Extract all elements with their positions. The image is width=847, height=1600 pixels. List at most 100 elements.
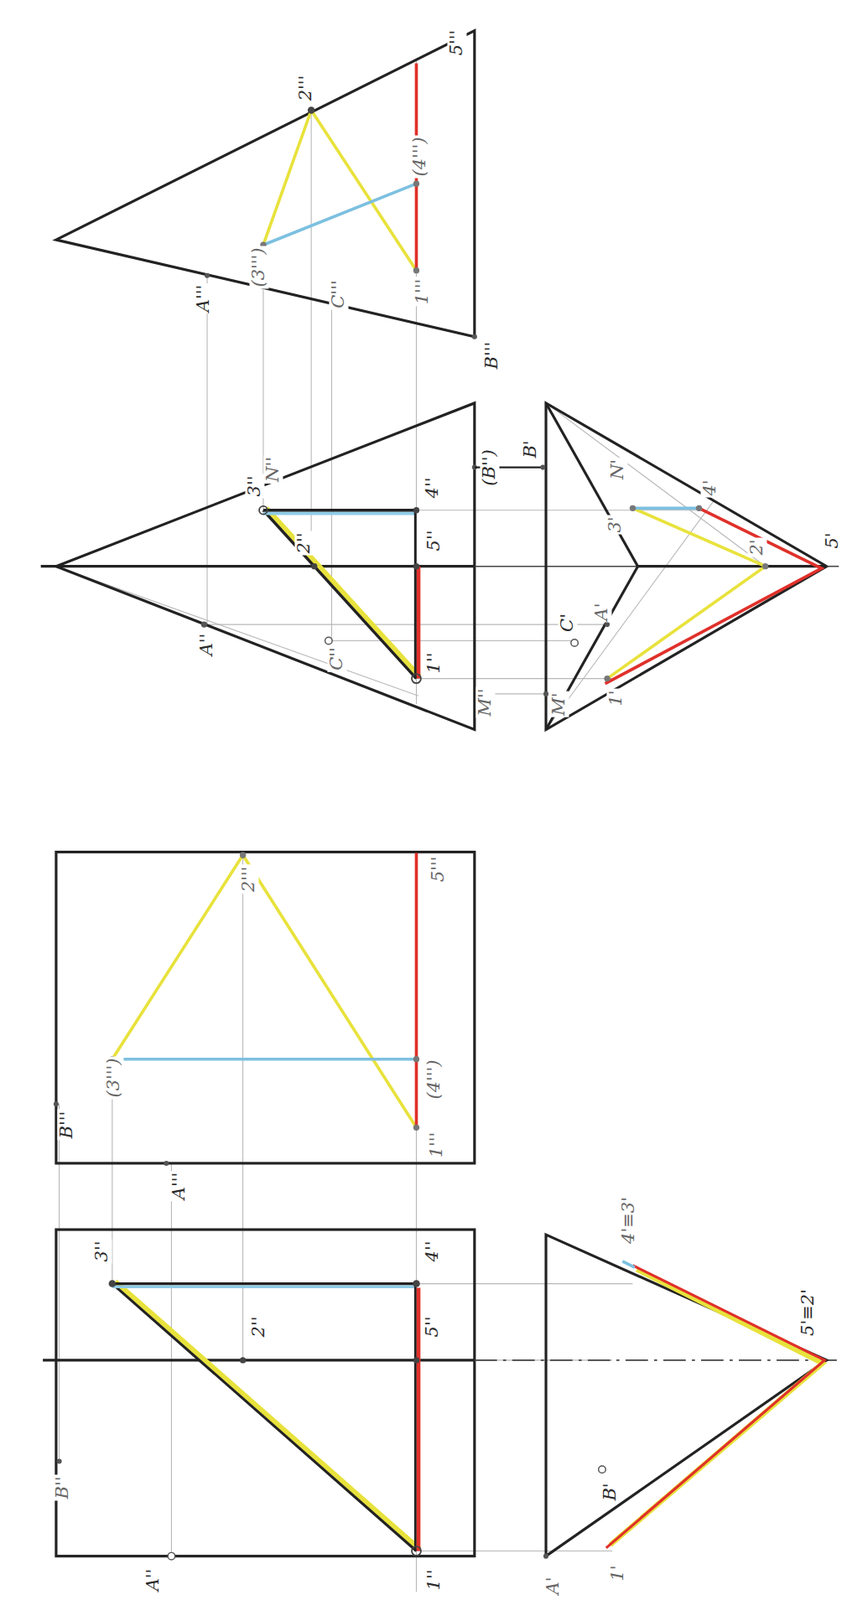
point-label: B''' — [57, 1110, 77, 1142]
point-marker — [413, 563, 420, 570]
point-label: 3'' — [92, 1240, 112, 1265]
point-marker — [629, 505, 636, 512]
point-label: B''' — [482, 340, 502, 372]
point-marker — [413, 507, 420, 514]
prism-side-view — [53, 852, 475, 1167]
drawing-line — [474, 566, 639, 568]
point-label: A''' — [193, 283, 214, 314]
drawing-line — [638, 565, 827, 568]
drawing-line — [622, 1262, 635, 1268]
point-label: 4'≡3' — [618, 1195, 639, 1247]
drawing-line — [415, 1551, 613, 1553]
drawing-line — [263, 183, 417, 245]
point-marker — [413, 180, 420, 187]
drawing-line — [266, 508, 421, 677]
point-label: 1'' — [424, 651, 444, 676]
point-label: 1' — [606, 688, 626, 708]
point-label: 3' — [605, 514, 625, 535]
drawing-line — [42, 1359, 475, 1362]
point-label: A' — [592, 602, 612, 624]
drawing-line — [632, 506, 699, 510]
drawing-line — [826, 566, 840, 568]
point-marker — [696, 505, 702, 512]
point-marker — [603, 675, 610, 682]
point-marker — [762, 563, 769, 570]
drawing-line — [112, 1284, 417, 1553]
drawing-line — [545, 566, 639, 731]
point-label: 5'≡2' — [798, 1288, 818, 1339]
drawing-line — [112, 855, 417, 1128]
drawing-line — [58, 1104, 60, 1462]
drawing-line — [41, 565, 475, 568]
point-label: 3'' — [244, 474, 265, 499]
point-label: 4'' — [422, 476, 442, 501]
point-label: 1' — [607, 1564, 628, 1584]
point-marker — [598, 1466, 607, 1475]
point-marker — [57, 1459, 63, 1465]
point-label: N' — [607, 457, 628, 482]
outline-shape — [545, 1235, 827, 1558]
point-label: 5' — [822, 530, 842, 551]
point-label: (B'') — [479, 447, 499, 488]
point-label: 5''' — [446, 28, 467, 58]
point-marker — [413, 1125, 420, 1132]
drawing-line — [414, 1284, 417, 1553]
prism-front-view — [42, 1230, 475, 1561]
drawing-line — [263, 109, 417, 271]
point-marker — [543, 691, 549, 697]
point-marker — [307, 106, 316, 115]
point-marker — [53, 1101, 59, 1107]
drawing-line — [545, 403, 766, 567]
point-marker — [204, 273, 210, 279]
point-marker — [411, 674, 421, 684]
point-label: B'' — [52, 1475, 73, 1502]
prism-top-view — [474, 1235, 839, 1560]
point-marker — [472, 334, 478, 340]
drawing-line — [610, 1270, 823, 1547]
drawing-line — [606, 1266, 825, 1549]
drawing-line — [311, 109, 312, 567]
point-marker — [163, 1161, 169, 1167]
point-label: A' — [543, 1576, 563, 1598]
drawing-line — [112, 1285, 417, 1289]
point-label: 2'' — [249, 1315, 269, 1341]
drawing-line — [263, 510, 417, 680]
point-marker — [201, 621, 208, 628]
drawing-line — [545, 403, 639, 567]
point-marker — [311, 563, 317, 570]
point-label: (4''') — [410, 135, 430, 178]
construction-lines — [56, 61, 766, 1593]
point-label: 1''' — [412, 277, 432, 307]
point-label: B' — [520, 438, 541, 460]
point-label: C' — [557, 612, 577, 634]
point-label: 1''' — [426, 1131, 447, 1161]
point-label: C'' — [327, 645, 347, 673]
drawing-line — [56, 566, 419, 697]
point-marker — [167, 1553, 176, 1561]
point-label: 2''' — [296, 73, 316, 104]
outline-shape — [545, 403, 827, 731]
point-label: M' — [549, 691, 569, 718]
point-marker — [109, 1280, 117, 1289]
point-label: 4'' — [422, 1240, 442, 1265]
point-label: A'' — [197, 632, 217, 659]
point-marker — [413, 1357, 420, 1364]
point-marker — [571, 639, 579, 648]
point-marker — [325, 637, 333, 645]
point-label: 1'' — [424, 1569, 444, 1594]
point-label: N'' — [263, 455, 283, 484]
point-label: C''' — [328, 278, 349, 310]
drawing-line — [414, 510, 417, 680]
pyramid-side-view — [56, 31, 478, 340]
point-marker — [540, 465, 546, 471]
drawing-line — [331, 301, 333, 641]
point-label: M'' — [475, 686, 495, 718]
point-marker — [413, 1056, 420, 1063]
drawing-line — [415, 1288, 421, 1552]
drawing-line — [415, 1283, 633, 1285]
point-marker — [259, 506, 268, 515]
point-label: 4' — [700, 478, 720, 498]
point-marker — [239, 1357, 246, 1364]
